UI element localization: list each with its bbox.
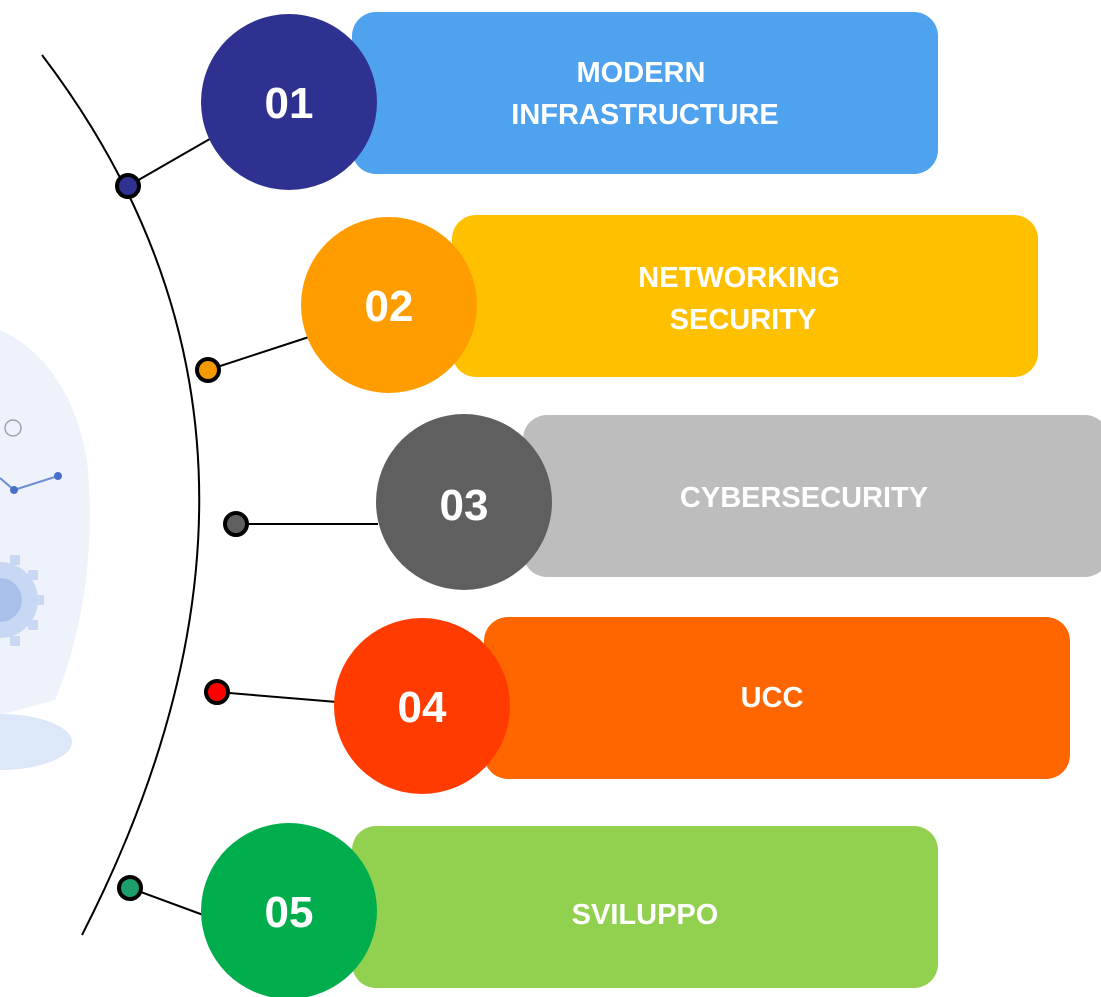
illustration-base (0, 714, 72, 770)
step-number: 02 (365, 282, 414, 331)
step-number-circle (201, 14, 377, 190)
connector-line (207, 335, 313, 371)
step-label: NETWORKING SECURITY (638, 262, 847, 336)
step-label: UCC (741, 682, 804, 714)
connector-line (127, 135, 216, 187)
step-number: 05 (265, 888, 314, 937)
illustration-panel (0, 330, 90, 715)
illustration-chart-point (54, 472, 62, 480)
step-01: MODERN INFRASTRUCTURE 01 (115, 12, 938, 199)
step-number: 04 (398, 683, 447, 732)
step-number: 03 (440, 481, 489, 530)
step-label-box (523, 415, 1101, 577)
step-number-circle (376, 414, 552, 590)
step-number-circle (334, 618, 510, 794)
step-02: NETWORKING SECURITY 02 (195, 215, 1038, 393)
step-label: CYBERSECURITY (680, 482, 928, 514)
timeline-dot (204, 679, 230, 705)
step-label-box (484, 617, 1070, 779)
timeline-dot (117, 875, 143, 901)
gear-icon (0, 555, 44, 646)
step-number-circle (201, 823, 377, 997)
step-number: 01 (265, 79, 314, 128)
step-03: CYBERSECURITY 03 (223, 414, 1101, 590)
illustration-node-ring (4, 419, 22, 437)
step-label-box (452, 215, 1038, 377)
timeline-dot (223, 511, 249, 537)
step-label: SVILUPPO (572, 899, 719, 931)
timeline-dot (195, 357, 221, 383)
connector-line (129, 887, 207, 917)
connector-line (216, 691, 338, 703)
step-05: SVILUPPO 05 (117, 823, 938, 997)
background-illustration (0, 330, 90, 770)
step-label: MODERN INFRASTRUCTURE (511, 57, 778, 131)
step-label-box (352, 826, 938, 988)
timeline-dot (115, 173, 141, 199)
step-number-circle (301, 217, 477, 393)
step-label-box (352, 12, 938, 174)
illustration-chart-point (10, 486, 18, 494)
step-04: UCC 04 (204, 617, 1070, 794)
timeline-arc (41, 54, 201, 936)
